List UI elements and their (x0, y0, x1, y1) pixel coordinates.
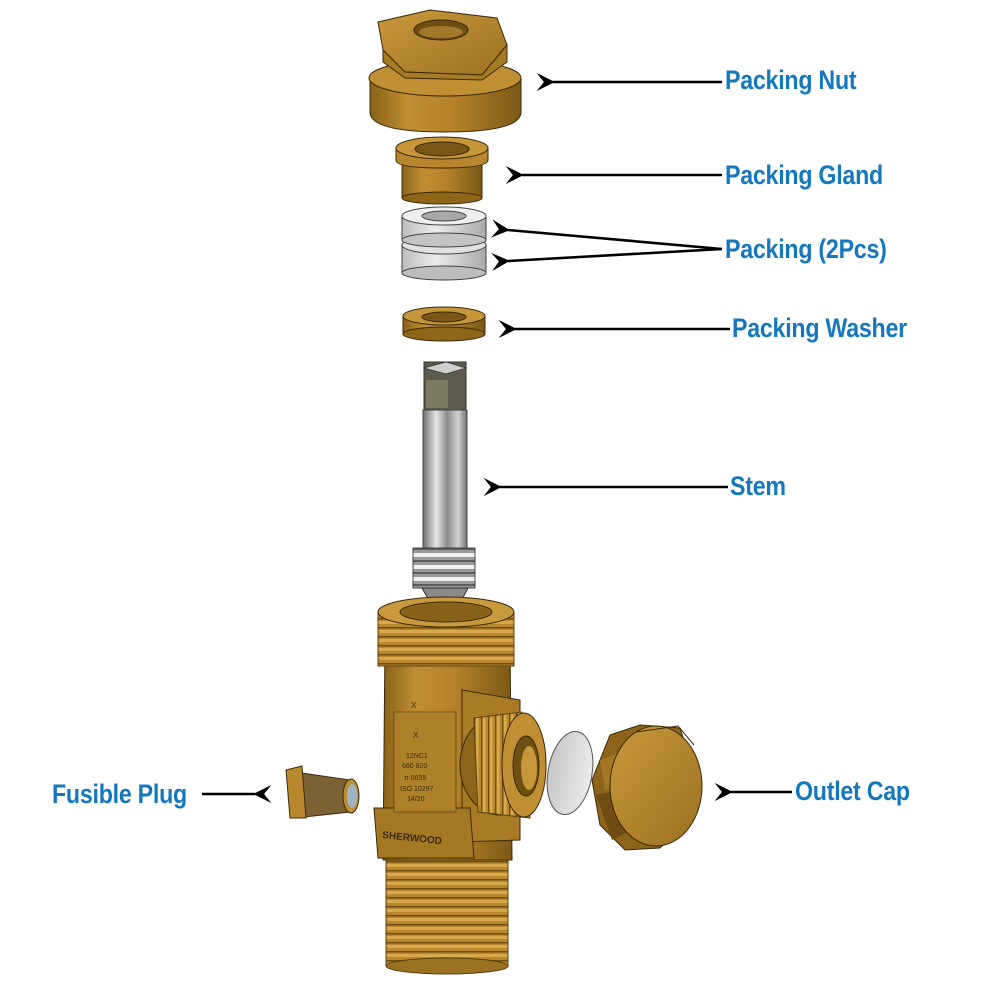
label-packing: Packing (2Pcs) (725, 234, 887, 264)
packing-washer-part (402, 306, 486, 342)
stem-part (412, 361, 476, 632)
label-packing-gland: Packing Gland (725, 160, 883, 190)
fusible-plug-part (285, 765, 360, 819)
packing-gland-part (395, 136, 489, 205)
body-mark-line3: π 0035 (404, 775, 426, 782)
packing-nut-part (368, 9, 522, 133)
outlet-seal-disc-part (546, 730, 594, 816)
body-mark-line4: ISO 10297 (400, 786, 434, 793)
label-packing-nut: Packing Nut (725, 65, 857, 95)
label-packing-washer: Packing Washer (732, 313, 907, 343)
body-mark-line2: 660 820 (402, 763, 427, 770)
body-mark-top: X (411, 701, 417, 710)
body-mark-mid: X (413, 731, 419, 740)
valve-body-part: X X 12NC1 660 820 π 0035 ISO 10297 14/20… (373, 596, 547, 975)
packing-rings-part (401, 206, 487, 281)
label-outlet-cap: Outlet Cap (795, 776, 910, 806)
label-fusible-plug: Fusible Plug (52, 779, 187, 809)
label-stem: Stem (730, 471, 786, 501)
callout-arrows (202, 72, 792, 804)
body-mark-line1: 12NC1 (406, 753, 428, 760)
body-mark-line5: 14/20 (407, 796, 425, 803)
packing-arrow-lower (491, 247, 723, 272)
outlet-cap-part (591, 724, 703, 851)
packing-arrow-upper (490, 219, 723, 251)
